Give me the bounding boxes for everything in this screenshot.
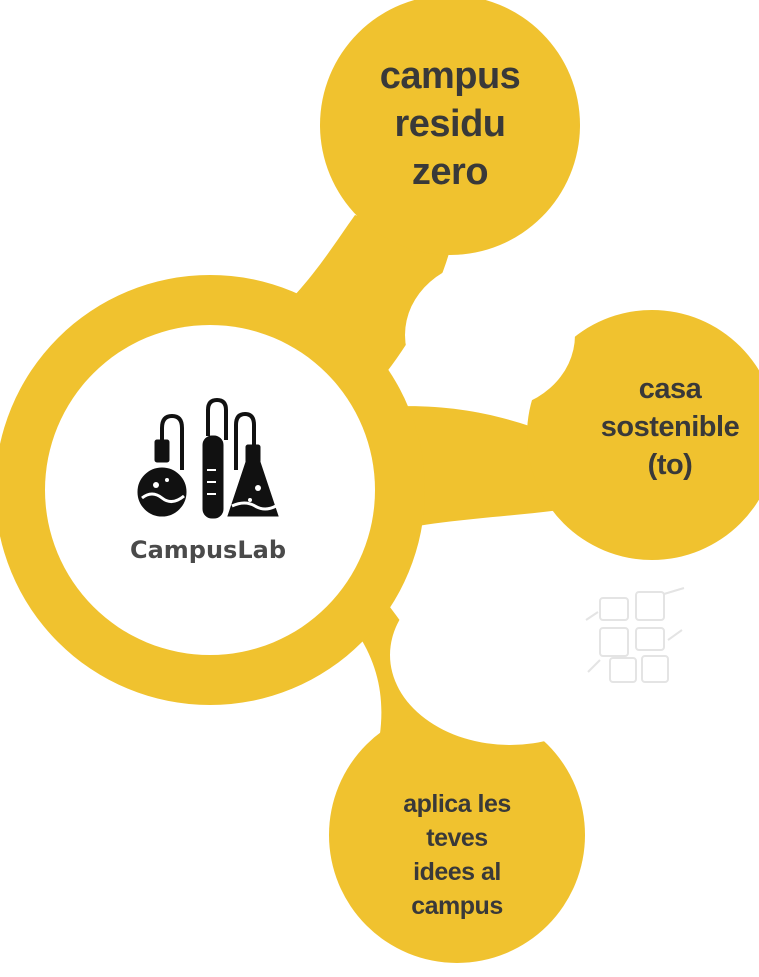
bubble-top	[320, 0, 580, 255]
node-label-campus-residu-zero: campus residu zero	[379, 55, 521, 193]
cutout-lower	[390, 565, 630, 745]
bubble-right	[527, 310, 759, 560]
node-label-casa-sostenible: casa sostenible (to)	[600, 373, 740, 481]
node-label-aplica-idees: aplica les teves idees al campus	[403, 790, 511, 920]
campuslab-label: CampusLab	[129, 536, 287, 564]
lab-flasks-icon	[137, 397, 279, 519]
puzzle-hands-icon	[585, 587, 685, 683]
bubble-bottom	[329, 707, 585, 963]
cutout-upper	[405, 260, 575, 410]
